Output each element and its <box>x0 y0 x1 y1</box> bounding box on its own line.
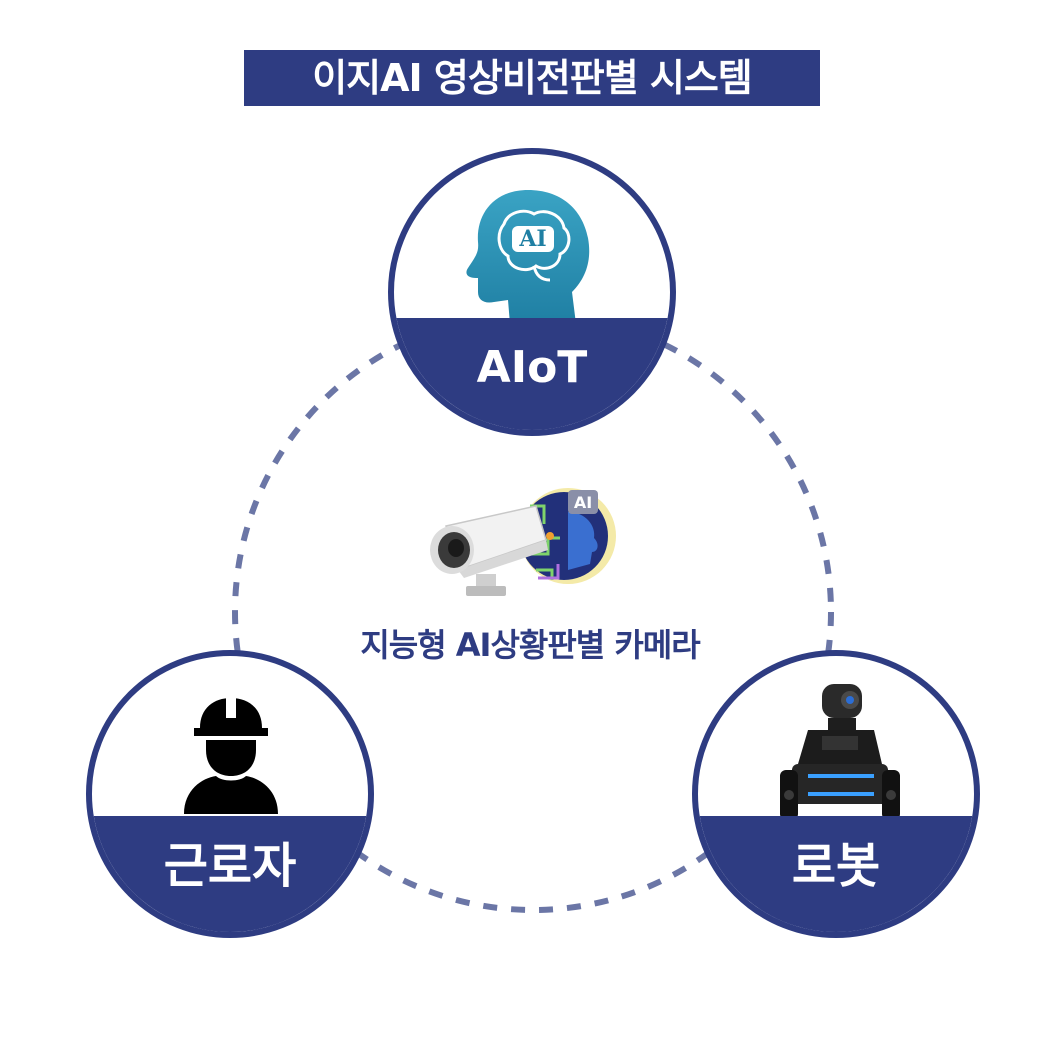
aiot-label: AIoT <box>394 318 670 430</box>
camera-ai-badge: AI <box>574 493 592 512</box>
center-camera-label: 지능형 AI상황판별 카메라 <box>360 626 700 664</box>
brain-badge-text: AI <box>518 226 546 252</box>
aiot-node: AI AIoT <box>388 148 676 436</box>
worker-node: 근로자 <box>86 650 374 938</box>
ai-camera-icon: AI <box>430 488 616 596</box>
robot-icon <box>780 684 900 820</box>
page-title: 이지AI 영상비전판별 시스템 <box>244 50 820 106</box>
worker-label: 근로자 <box>92 816 368 932</box>
robot-label: 로봇 <box>698 816 974 932</box>
ai-brain-head-icon: AI <box>466 190 590 324</box>
worker-hardhat-icon <box>184 698 278 814</box>
robot-node: 로봇 <box>692 650 980 938</box>
